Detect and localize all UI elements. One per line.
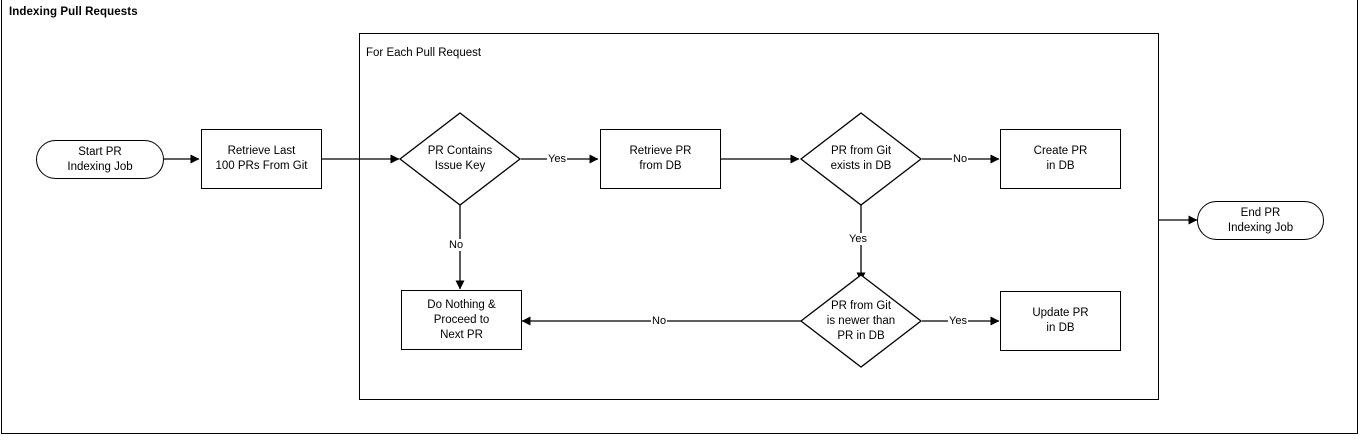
node-create-pr-in-db[interactable]: Create PR in DB: [1000, 129, 1121, 189]
edge-label-contains-issue-key-yes: Yes: [547, 153, 567, 165]
node-start-pr-indexing-job[interactable]: Start PR Indexing Job: [36, 140, 164, 179]
node-pr-from-git-exists-in-db[interactable]: PR from Git exists in DB: [799, 112, 923, 206]
node-do-nothing-proceed-to-next-pr[interactable]: Do Nothing & Proceed to Next PR: [401, 290, 522, 350]
node-pr-contains-issue-key[interactable]: PR Contains Issue Key: [398, 112, 522, 206]
node-pr-from-git-exists-in-db-label: PR from Git exists in DB: [830, 145, 892, 172]
node-retrieve-last-100-prs-from-git[interactable]: Retrieve Last 100 PRs From Git: [201, 129, 322, 189]
edge-label-exists-in-db-no: No: [952, 153, 969, 165]
node-pr-contains-issue-key-label: PR Contains Issue Key: [427, 145, 493, 172]
node-retrieve-pr-from-db[interactable]: Retrieve PR from DB: [600, 129, 721, 189]
node-update-pr-in-db[interactable]: Update PR in DB: [1000, 291, 1121, 351]
edge-label-exists-in-db-yes: Yes: [848, 233, 868, 245]
edge-label-is-newer-no: No: [651, 315, 668, 327]
diagram-title: Indexing Pull Requests: [9, 6, 138, 18]
node-pr-from-git-is-newer-label: PR from Git is newer than PR in DB: [826, 299, 896, 342]
edge-label-is-newer-yes: Yes: [948, 315, 968, 327]
node-end-pr-indexing-job[interactable]: End PR Indexing Job: [1197, 201, 1324, 240]
loop-frame-label: For Each Pull Request: [366, 47, 482, 59]
edge-label-contains-issue-key-no: No: [448, 239, 465, 251]
loop-frame-for-each-pull-request: [359, 33, 1159, 400]
node-pr-from-git-is-newer-than-pr-in-db[interactable]: PR from Git is newer than PR in DB: [799, 274, 923, 368]
